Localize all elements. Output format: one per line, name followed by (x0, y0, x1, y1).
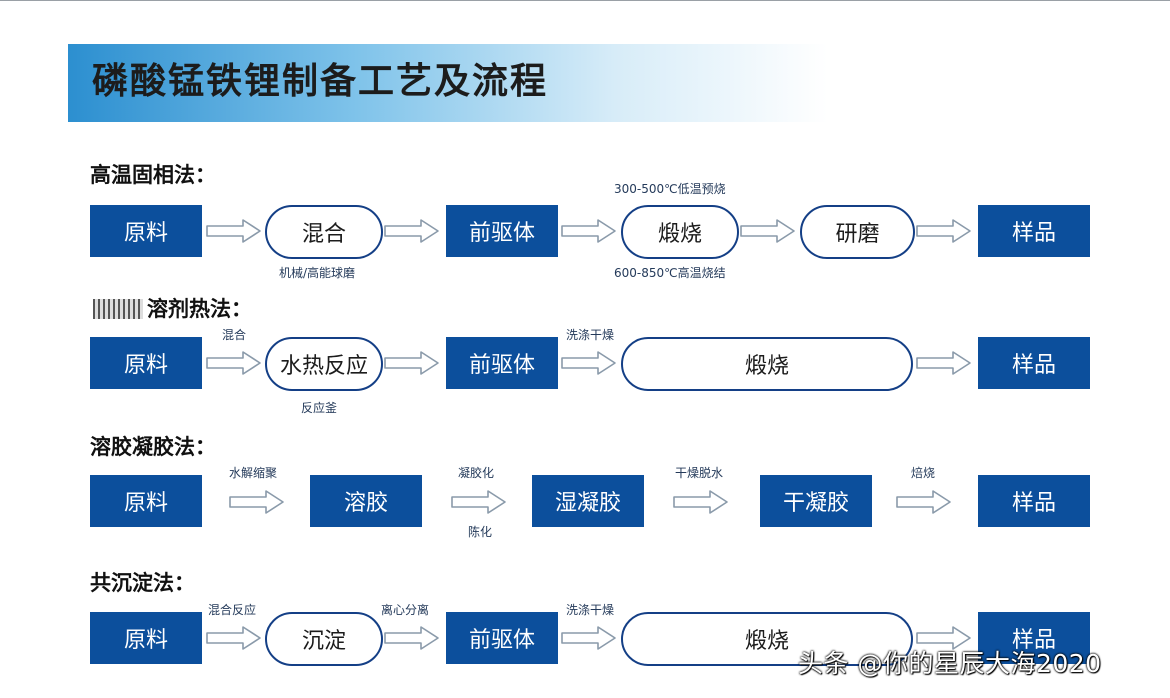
flow-arrow (228, 488, 286, 516)
flow-node-precipitate: 沉淀 (265, 612, 383, 666)
flow-arrow (672, 488, 730, 516)
flow-arrow (383, 349, 441, 377)
slide-title: 磷酸锰铁锂制备工艺及流程 (92, 61, 549, 102)
flow-arrow (560, 349, 618, 377)
note-wash-dry: 洗涤干燥 (566, 603, 615, 617)
flow-arrow (915, 217, 973, 245)
flow-node-calcination: 煅烧 (621, 205, 739, 259)
note-mixing: 混合 (222, 328, 247, 342)
top-border-line (0, 0, 1170, 1)
flow-arrow (205, 624, 263, 652)
flow-node-wet-gel: 湿凝胶 (532, 475, 644, 527)
flow-node-calcination: 煅烧 (621, 612, 913, 666)
note-centrifuge: 离心分离 (381, 603, 430, 617)
flow-node-calcination: 煅烧 (621, 337, 913, 391)
flow-arrow (915, 349, 973, 377)
note-high-temp-sinter: 600-850℃高温烧结 (614, 266, 726, 280)
note-hydrolysis-condensation: 水解缩聚 (229, 466, 278, 480)
flow-node-raw-material: 原料 (90, 205, 202, 257)
note-low-temp-presinter: 300-500℃低温预烧 (614, 182, 726, 196)
flow-arrow (739, 217, 797, 245)
note-mix-react: 混合反应 (208, 603, 257, 617)
note-ball-milling: 机械/高能球磨 (279, 266, 356, 280)
flow-arrow (560, 624, 618, 652)
note-gelation: 凝胶化 (458, 466, 495, 480)
flow-node-precursor: 前驱体 (446, 205, 558, 257)
watermark: 头条 @你的星辰大海2020 (798, 649, 1102, 678)
flow-node-hydrothermal-reaction: 水热反应 (265, 337, 383, 391)
flow-node-sample: 样品 (978, 612, 1090, 664)
note-autoclave: 反应釜 (301, 401, 338, 415)
flow-node-sample: 样品 (978, 205, 1090, 257)
flow-node-raw-material: 原料 (90, 475, 202, 527)
note-roasting: 焙烧 (911, 466, 936, 480)
flow-arrow (383, 217, 441, 245)
flow-arrow (895, 488, 953, 516)
flow-node-precursor: 前驱体 (446, 337, 558, 389)
flow-node-sample: 样品 (978, 475, 1090, 527)
section-title-solvothermal: 溶剂热法： (93, 296, 252, 322)
flow-arrow (205, 217, 263, 245)
flow-node-precursor: 前驱体 (446, 612, 558, 664)
flow-arrow (915, 624, 973, 652)
note-dry-dehydrate: 干燥脱水 (675, 466, 724, 480)
flow-node-mixing: 混合 (265, 205, 383, 259)
note-wash-dry: 洗涤干燥 (566, 328, 615, 342)
section-title-solid-state: 高温固相法： (90, 163, 216, 187)
flow-arrow (383, 624, 441, 652)
flow-arrow (450, 488, 508, 516)
section-title-sol-gel: 溶胶凝胶法： (90, 435, 216, 459)
section-title-solvothermal-label: 溶剂热法： (147, 297, 252, 321)
title-band (68, 44, 828, 122)
flow-node-raw-material: 原料 (90, 337, 202, 389)
section-title-coprecipitation: 共沉淀法： (90, 571, 195, 595)
flow-node-sol: 溶胶 (310, 475, 422, 527)
flow-node-raw-material: 原料 (90, 612, 202, 664)
flow-arrow (205, 349, 263, 377)
flow-node-grinding: 研磨 (800, 205, 915, 259)
note-aging: 陈化 (468, 525, 493, 539)
flow-node-dry-gel: 干凝胶 (760, 475, 872, 527)
flow-node-sample: 样品 (978, 337, 1090, 389)
redacted-text (93, 299, 143, 319)
flow-arrow (560, 217, 618, 245)
